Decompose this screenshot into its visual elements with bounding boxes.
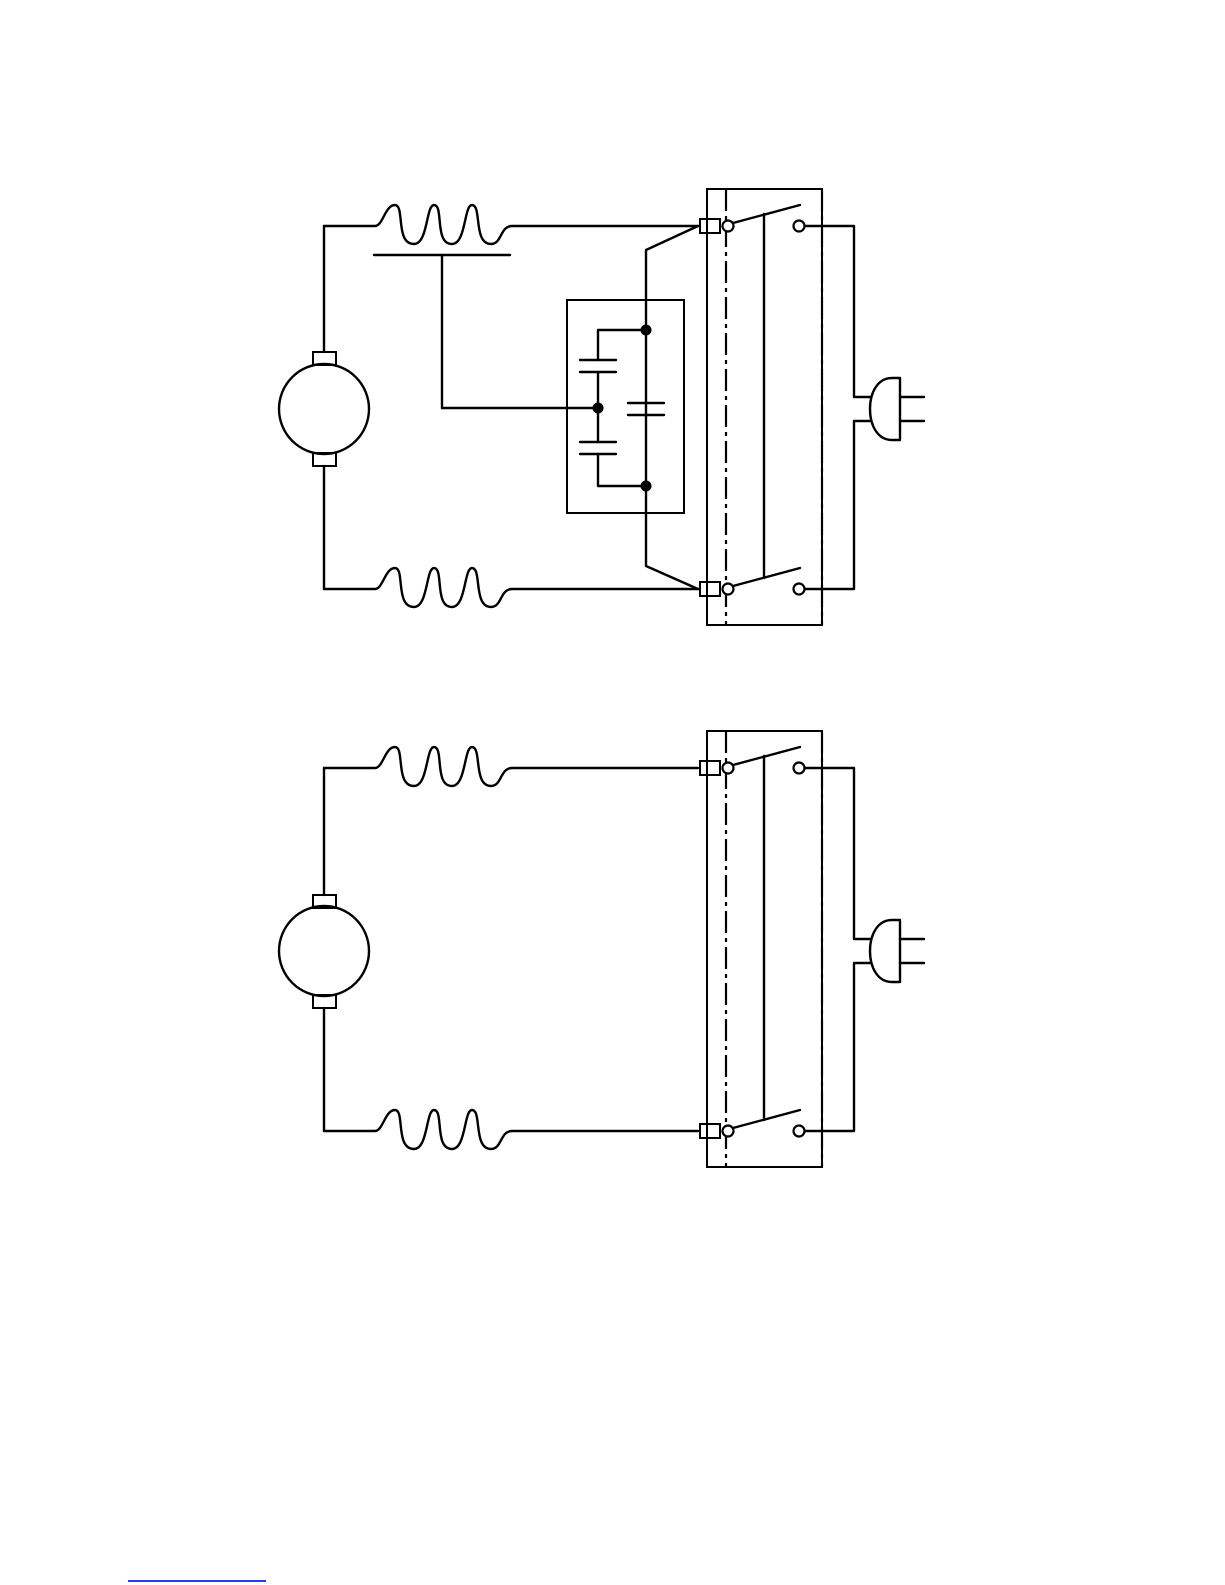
switch-contact bbox=[723, 1126, 734, 1137]
junction-dot bbox=[593, 403, 604, 414]
terminal-block bbox=[700, 761, 720, 775]
top-double-pole-switch bbox=[700, 189, 822, 625]
top-field-coil-upper bbox=[324, 205, 698, 408]
junction-dot bbox=[641, 325, 652, 336]
switch-blade bbox=[733, 205, 800, 223]
bottom-motor-symbol bbox=[279, 768, 369, 1131]
bottom-field-coil-upper bbox=[324, 747, 698, 786]
terminal-block bbox=[700, 1124, 720, 1138]
bottom-field-coil-lower bbox=[324, 1110, 698, 1149]
terminal-block bbox=[700, 219, 720, 233]
suppression-capacitor-network bbox=[442, 226, 698, 589]
top-circuit-diagram bbox=[279, 189, 924, 625]
plug-body bbox=[870, 920, 900, 982]
plug-body bbox=[870, 378, 900, 440]
bottom-circuit-diagram bbox=[279, 731, 924, 1167]
switch-contact bbox=[723, 584, 734, 595]
switch-contact bbox=[794, 584, 805, 595]
bottom-double-pole-switch bbox=[700, 731, 822, 1167]
top-field-coil-lower bbox=[324, 568, 698, 607]
switch-contact bbox=[723, 763, 734, 774]
switch-contact bbox=[794, 1126, 805, 1137]
switch-blade bbox=[733, 1110, 800, 1128]
top-motor-symbol bbox=[279, 226, 369, 589]
junction-dot bbox=[641, 481, 652, 492]
switch-blade bbox=[733, 747, 800, 765]
switch-contact bbox=[723, 221, 734, 232]
switch-contact bbox=[794, 221, 805, 232]
switch-contact bbox=[794, 763, 805, 774]
switch-blade bbox=[733, 568, 800, 586]
terminal-block bbox=[700, 582, 720, 596]
